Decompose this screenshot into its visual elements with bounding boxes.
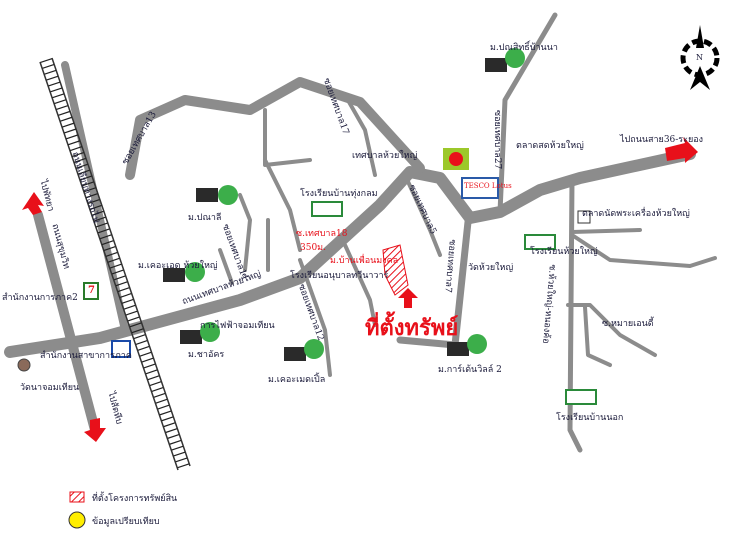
temple-marker-icon: [17, 358, 31, 372]
soi-left-2: [263, 158, 302, 252]
label-school-huaiyai: โรงเรียนห้วยใหญ่: [530, 247, 598, 257]
label-electric: การไฟฟ้าจอมเทียน: [200, 321, 275, 331]
tesco-lotus-icon: [461, 177, 499, 199]
village-icons: [163, 48, 525, 361]
target-arrow-icon: [398, 288, 418, 308]
side-road-2: [570, 233, 717, 268]
seven-eleven-icon: [83, 282, 99, 300]
soi-17: [343, 93, 377, 177]
label-kdoyai: ม.เคอะเอด ห้วยใหญ่: [138, 261, 218, 271]
arrow-north-icon: [22, 192, 44, 215]
label-chermpeople: ม.เคอะเมดเปิ้ล: [268, 375, 326, 385]
sukhumvit-road: [33, 210, 100, 435]
label-garden2: ม.การ์เด้นวิลล์ 2: [438, 365, 502, 375]
road-label-soi27: ซอยเทศบาล27: [492, 110, 502, 170]
label-chaokha: ม.ชาอัคร: [188, 350, 225, 360]
side-road-4: [583, 305, 612, 367]
project-parcel: [382, 244, 409, 296]
target-label: ที่ตั้งทรัพย์: [365, 316, 459, 341]
distance-label: 350ม.: [300, 243, 326, 253]
soi-5: [403, 173, 442, 257]
seven-label: 7: [88, 285, 95, 296]
road-label-soi18: ซ.เทศบาล18: [296, 229, 348, 239]
legend-project-swatch: [69, 491, 85, 503]
soi-18: [343, 243, 377, 327]
legend-comparable-label: ข้อมูลเปรียบเทียบ: [92, 517, 160, 527]
arrow-south-icon: [84, 418, 106, 442]
compass-label: N: [696, 53, 703, 62]
label-prasit: ม.ปณสิทธิ์บ้านนา: [490, 43, 558, 53]
side-road-3: [566, 303, 657, 357]
label-pananchai: ม.ปณาลี: [188, 213, 222, 223]
compass-icon: [680, 25, 720, 90]
soi-north-road: [497, 12, 558, 215]
label-hall: โรงเรียนอนุบาลทวีนาวาร์: [290, 271, 389, 281]
amulet-market-icon: [577, 210, 591, 224]
label-to-road36: ไปถนนสาย36-ระยอง: [620, 135, 704, 145]
railway: [39, 57, 191, 471]
side-road-1: [570, 228, 642, 234]
label-school-thungklom: โรงเรียนบ้านทุ่งกลม: [300, 189, 378, 199]
soi-south-road: [567, 177, 583, 453]
legend-project-label: ที่ตั้งโครงการทรัพย์สิน: [92, 494, 178, 504]
big-c-icon: [443, 148, 469, 170]
soi-12: [298, 258, 332, 377]
soi-left-1: [263, 108, 312, 167]
label-municipality: เทศบาลห้วยใหญ่: [352, 151, 418, 161]
top-road: [125, 77, 425, 180]
arrow-east-icon: [665, 137, 698, 163]
tesco-label: TESCO Lotus: [464, 182, 512, 190]
label-office-region2: สำนักงานการภาค2: [2, 293, 78, 303]
label-temple-nong: วัดนาจอมเทียน: [20, 383, 80, 393]
bank-icon: [111, 340, 131, 358]
main-road: [4, 148, 696, 358]
label-amulet-market: ตลาดนัดพระเครื่องห้วยใหญ่: [582, 209, 690, 219]
label-school-bannong: โรงเรียนบ้านนอก: [556, 413, 624, 423]
soi-left-4: [218, 248, 234, 285]
soi-left-3: [238, 193, 252, 272]
label-market: ตลาดสดห้วยใหญ่: [516, 141, 584, 151]
label-branch-office: สำนักงานสาขาการภาค: [40, 351, 132, 361]
label-temple-huaiyai: วัดห้วยใหญ่: [468, 263, 514, 273]
legend-comparable-swatch: [68, 511, 86, 529]
project-label: ม.บ้านเพื่อนมงคล: [330, 256, 399, 266]
school-icons: [311, 201, 597, 405]
label-soi-ente: ซ.หมายเอนดี้: [602, 319, 654, 329]
